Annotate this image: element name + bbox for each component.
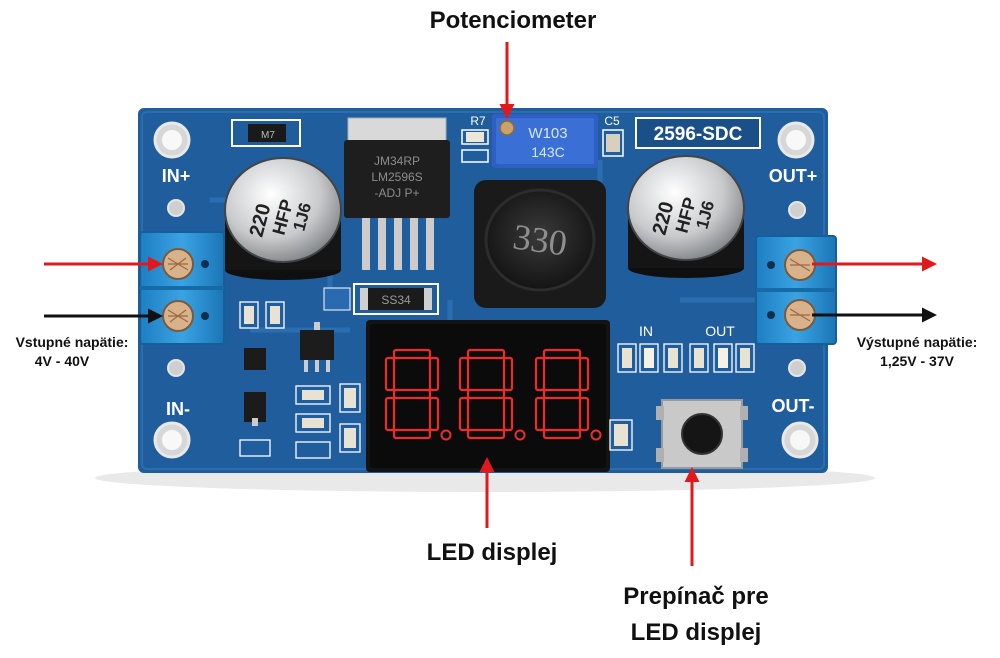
led-segment <box>428 396 440 432</box>
input-terminal[interactable] <box>139 231 225 345</box>
indicator-leds <box>609 343 755 451</box>
output-voltage-label: Výstupné napätie: <box>856 334 978 350</box>
potentiometer-label: Potenciometer <box>429 7 597 34</box>
regulator-ic: JM34RP LM2596S -ADJ P+ <box>344 117 450 270</box>
via <box>167 359 185 377</box>
led-segment <box>392 388 432 400</box>
led-segment <box>502 396 514 432</box>
via <box>788 201 806 219</box>
in-minus-label: IN- <box>166 399 190 419</box>
led-segment <box>466 388 506 400</box>
led-segment <box>534 396 546 432</box>
ic-line1: JM34RP <box>374 154 420 168</box>
led-segment <box>458 356 470 392</box>
c5-capacitor <box>602 129 624 157</box>
output-terminal[interactable] <box>755 235 837 345</box>
led-segment <box>542 388 582 400</box>
pot-line1: W103 <box>528 125 567 142</box>
mounting-hole <box>781 421 819 459</box>
via <box>788 359 806 377</box>
input-voltage-label: Vstupné napätie: <box>15 334 129 350</box>
led-segment <box>466 428 506 440</box>
ic-line2: LM2596S <box>371 170 422 184</box>
output-capacitor: 220 HFP 1J6 <box>627 155 745 278</box>
display-switch-button[interactable] <box>656 399 748 469</box>
inductor: 330 <box>474 180 606 308</box>
led-segment <box>578 396 590 432</box>
mounting-hole <box>777 121 815 159</box>
led-segment <box>384 396 396 432</box>
ss34-diode: SS34 <box>353 283 439 315</box>
switch-label-line2: LED displej <box>630 619 762 646</box>
led-segment <box>466 348 506 360</box>
led-segment <box>392 428 432 440</box>
input-capacitor: 220 HFP 1J6 <box>224 157 342 280</box>
c5-label: C5 <box>604 114 620 128</box>
output-voltage-range: 1,25V - 37V <box>880 353 954 369</box>
led-segment <box>384 356 396 392</box>
led-decimal-point <box>590 429 602 441</box>
switch-label-line1: Prepínač pre <box>623 583 769 610</box>
model-label-box: 2596-SDC <box>635 117 761 149</box>
via <box>167 199 185 217</box>
ic-line3: -ADJ P+ <box>374 186 419 200</box>
out-minus-label: OUT- <box>772 396 815 416</box>
pot-adjust-screw[interactable] <box>499 120 515 136</box>
led-segment <box>502 356 514 392</box>
led-segment <box>428 356 440 392</box>
led-digits <box>384 348 602 441</box>
led-decimal-point <box>514 429 526 441</box>
smd-pad-array <box>323 287 351 311</box>
led-segment <box>578 356 590 392</box>
in-plus-label: IN+ <box>162 166 191 186</box>
out-led-label: OUT <box>705 323 735 339</box>
potentiometer: W103 143C <box>492 114 598 168</box>
input-voltage-range: 4V - 40V <box>34 353 90 369</box>
diode-label: SS34 <box>381 293 411 307</box>
led-segment <box>458 396 470 432</box>
led-segment <box>392 348 432 360</box>
led-segment <box>542 348 582 360</box>
out-plus-label: OUT+ <box>769 166 818 186</box>
push-button-cap[interactable] <box>681 413 723 455</box>
pot-line2: 143C <box>531 144 564 160</box>
led-decimal-point <box>440 429 452 441</box>
in-led-label: IN <box>639 323 653 339</box>
model-label: 2596-SDC <box>654 124 743 145</box>
led-display-label: LED displej <box>426 539 558 566</box>
led-display <box>366 320 610 472</box>
inductor-value: 330 <box>510 216 569 263</box>
mounting-hole <box>153 421 191 459</box>
smd-components-left <box>239 301 361 459</box>
r7-label: R7 <box>470 114 486 128</box>
mounting-hole <box>153 121 191 159</box>
m7-diode: M7 <box>231 119 301 147</box>
m7-label: M7 <box>261 130 275 141</box>
led-segment <box>534 356 546 392</box>
led-segment <box>542 428 582 440</box>
r7-resistor <box>461 129 489 163</box>
